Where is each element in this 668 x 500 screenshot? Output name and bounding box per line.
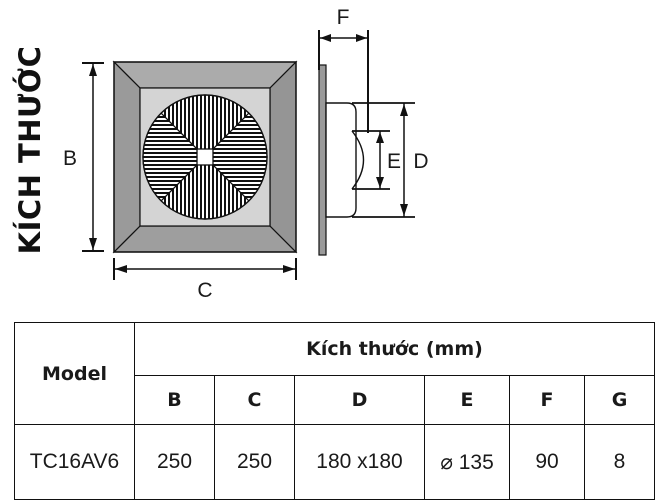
dimension-f-label: F <box>337 6 350 29</box>
dimension-d-label: D <box>413 150 428 173</box>
table-row: TC16AV6 250 250 180 x180 ⌀ 135 90 8 <box>14 424 656 500</box>
bezel-face-bottom <box>112 225 298 253</box>
table-header-row-2: B C D E F G <box>15 375 656 425</box>
dimension-f-arrow-right <box>356 34 367 42</box>
fan-disc-outline <box>142 94 268 220</box>
table-header-row-1: Model Kích thước (mm) <box>14 322 656 425</box>
header-col-d: D <box>294 375 425 425</box>
dimension-c-arrow-left <box>115 265 127 273</box>
fan-hub <box>196 148 214 166</box>
dimension-d: D <box>352 102 429 218</box>
cell-g: 8 <box>583 424 656 500</box>
fan-blade-bottom <box>143 157 267 219</box>
dimension-b-arrow-top <box>89 64 97 76</box>
dimension-d-arrow-top <box>400 104 408 116</box>
dimension-b-label: B <box>63 147 77 170</box>
header-model: Model <box>14 322 135 425</box>
cell-e: ⌀ 135 <box>424 424 510 500</box>
cell-d: 180 x180 <box>294 424 425 500</box>
dimension-b-arrow-bottom <box>89 238 97 250</box>
side-motor-dome <box>351 130 365 190</box>
header-col-e: E <box>424 375 510 425</box>
bezel-outer-border <box>113 61 297 253</box>
fan-blade-left <box>143 95 205 219</box>
spec-table: Model Kích thước (mm) B C D E F G TC16AV… <box>14 322 656 500</box>
cell-b: 250 <box>134 424 215 500</box>
bezel-face-left <box>113 60 141 254</box>
dimension-c-label: C <box>197 279 212 302</box>
header-col-c: C <box>214 375 295 425</box>
cell-c: 250 <box>214 424 295 500</box>
cell-f: 90 <box>509 424 585 500</box>
dimension-b: B <box>63 62 104 252</box>
dimension-d-arrow-bottom <box>400 204 408 216</box>
bezel-face-top <box>112 61 298 89</box>
side-flange-plate <box>318 64 327 256</box>
dimension-f-arrow-left <box>320 34 331 42</box>
side-body <box>325 102 357 218</box>
dimension-e-arrow-top <box>376 132 384 143</box>
fan-assembly <box>142 94 268 220</box>
dimension-f: F <box>318 6 369 133</box>
bezel-face-right <box>269 60 297 254</box>
dimension-c-arrow-right <box>283 265 295 273</box>
header-col-g: G <box>583 375 656 425</box>
header-col-f: F <box>509 375 585 425</box>
dimension-e: E <box>352 130 401 190</box>
fan-blade-top-fill <box>199 95 211 151</box>
side-view: F D E <box>318 6 429 256</box>
front-view: B C <box>63 60 298 302</box>
dimension-e-arrow-bottom <box>376 177 384 188</box>
dimension-c: C <box>113 258 297 302</box>
spec-table-container: Model Kích thước (mm) B C D E F G TC16AV… <box>14 322 656 500</box>
technical-drawing: B C <box>63 6 429 302</box>
fan-blade-right <box>205 95 267 219</box>
header-col-b: B <box>134 375 215 425</box>
header-dimensions-group: Kích thước (mm) <box>133 322 656 376</box>
dimension-e-label: E <box>387 150 401 173</box>
cell-model: TC16AV6 <box>14 424 135 500</box>
